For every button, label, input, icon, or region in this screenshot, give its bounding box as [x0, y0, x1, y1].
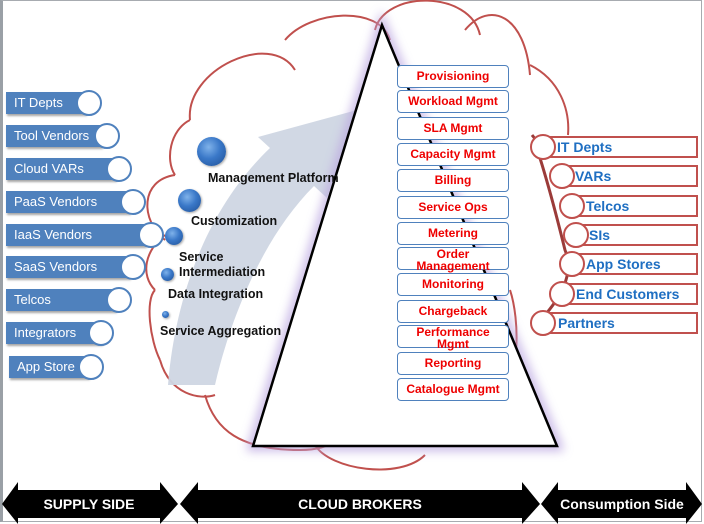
service-label-line2: Management: [416, 259, 490, 273]
stage-dot-icon: [197, 137, 226, 166]
supply-connector-circle: [106, 287, 132, 313]
service-label: Billing: [434, 173, 472, 187]
service-box[interactable]: Capacity Mgmt: [397, 143, 509, 166]
consumer-item-label: IT Depts: [557, 139, 613, 155]
service-label: Metering: [427, 226, 478, 240]
service-label: Service Ops: [418, 200, 488, 214]
consumer-item-label: Partners: [558, 315, 615, 331]
service-label-line1: Performance: [416, 325, 490, 339]
consumer-connector-circle: [559, 193, 585, 219]
service-label-line2: Mgmt: [437, 337, 469, 351]
service-label: Chargeback: [418, 304, 488, 318]
consumer-item[interactable]: SIs: [581, 224, 698, 246]
supply-item[interactable]: Integrators: [6, 322, 102, 344]
consumer-connector-circle: [549, 163, 575, 189]
stage-label-line1: Service: [179, 250, 224, 264]
stage-dot-icon: [162, 311, 169, 318]
consumer-item-label: SIs: [589, 227, 611, 243]
supply-item-label: IaaS Vendors: [14, 227, 93, 242]
consumer-connector-circle: [559, 251, 585, 277]
supply-connector-circle: [120, 189, 146, 215]
service-label: Workload Mgmt: [408, 94, 498, 108]
service-box[interactable]: Catalogue Mgmt: [397, 378, 509, 401]
stage-label-line2: Intermediation: [179, 265, 266, 279]
supply-connector-circle: [120, 254, 146, 280]
service-label: Provisioning: [416, 69, 490, 83]
stage-label: Data Integration: [168, 287, 264, 301]
supply-connector-circle: [106, 156, 132, 182]
service-label: Capacity Mgmt: [410, 147, 496, 161]
supply-item-label: IT Depts: [14, 95, 63, 110]
service-label-line1: Order: [436, 247, 470, 261]
service-label: Catalogue Mgmt: [406, 382, 500, 396]
supply-connector-circle: [76, 90, 102, 116]
bottom-band: [2, 482, 702, 524]
service-box[interactable]: Workload Mgmt: [397, 90, 509, 113]
consumer-connector-circle: [563, 222, 589, 248]
supply-item-label: App Store: [17, 359, 75, 374]
consumer-item[interactable]: End Customers: [568, 283, 698, 305]
consumption-side-label: Consumption Side: [560, 496, 684, 512]
supply-item[interactable]: Cloud VARs: [6, 158, 116, 180]
service-box[interactable]: SLA Mgmt: [397, 117, 509, 140]
service-label: Monitoring: [422, 277, 484, 291]
consumer-item[interactable]: Telcos: [578, 195, 698, 217]
supply-connector-circle: [88, 320, 114, 346]
supply-item[interactable]: Tool Vendors: [6, 125, 102, 147]
supply-item-label: PaaS Vendors: [14, 194, 98, 209]
supply-item[interactable]: App Store: [9, 356, 89, 378]
service-box[interactable]: Monitoring: [397, 273, 509, 296]
stage-dot-icon: [161, 268, 174, 281]
service-box[interactable]: Provisioning: [397, 65, 509, 88]
consumer-item-label: VARs: [575, 168, 612, 184]
service-box[interactable]: Service Ops: [397, 196, 509, 219]
stage-dot-icon: [165, 227, 183, 245]
cloud-brokers-label: CLOUD BROKERS: [298, 496, 422, 512]
supply-item-label: Telcos: [14, 292, 51, 307]
consumer-item-label: App Stores: [586, 256, 661, 272]
stage-label: Service Aggregation: [160, 324, 282, 338]
growth-arrow: [168, 110, 357, 385]
service-box[interactable]: Chargeback: [397, 300, 509, 323]
cloud-brokers-arrow: [180, 482, 540, 524]
service-box[interactable]: Reporting: [397, 352, 509, 375]
supply-item-label: Tool Vendors: [14, 128, 90, 143]
consumer-item-label: End Customers: [576, 286, 680, 302]
supply-item[interactable]: SaaS Vendors: [6, 256, 130, 278]
service-label: SLA Mgmt: [423, 121, 483, 135]
consumer-item-label: Telcos: [586, 198, 630, 214]
consumer-connector-circle: [530, 310, 556, 336]
consumer-item[interactable]: VARs: [567, 165, 698, 187]
service-box[interactable]: Order Management: [397, 247, 509, 273]
supply-item-label: Cloud VARs: [14, 161, 84, 176]
stage-label: Management Platform: [208, 171, 339, 185]
consumer-connector-circle: [549, 281, 575, 307]
service-label: Reporting: [424, 356, 482, 370]
consumer-item[interactable]: Partners: [550, 312, 698, 334]
supply-connector-circle: [78, 354, 104, 380]
consumer-item[interactable]: IT Depts: [549, 136, 698, 158]
supply-item[interactable]: PaaS Vendors: [6, 191, 130, 213]
supply-item[interactable]: Telcos: [6, 289, 116, 311]
supply-connector-circle: [94, 123, 120, 149]
service-box[interactable]: Metering: [397, 222, 509, 245]
consumer-item[interactable]: App Stores: [578, 253, 698, 275]
supply-side-label: SUPPLY SIDE: [43, 496, 135, 512]
supply-item-label: SaaS Vendors: [14, 259, 98, 274]
stage-label: Customization: [191, 214, 278, 228]
supply-side-arrow: [2, 482, 178, 524]
supply-item[interactable]: IaaS Vendors: [6, 224, 146, 246]
supply-item[interactable]: IT Depts: [6, 92, 86, 114]
service-box[interactable]: Billing: [397, 169, 509, 192]
consumer-connector-circle: [530, 134, 556, 160]
consumption-side-arrow: [541, 482, 702, 524]
service-box[interactable]: Performance Mgmt: [397, 325, 509, 351]
supply-item-label: Integrators: [14, 325, 77, 340]
stage-dot-icon: [178, 189, 201, 212]
supply-connector-circle: [138, 222, 164, 248]
